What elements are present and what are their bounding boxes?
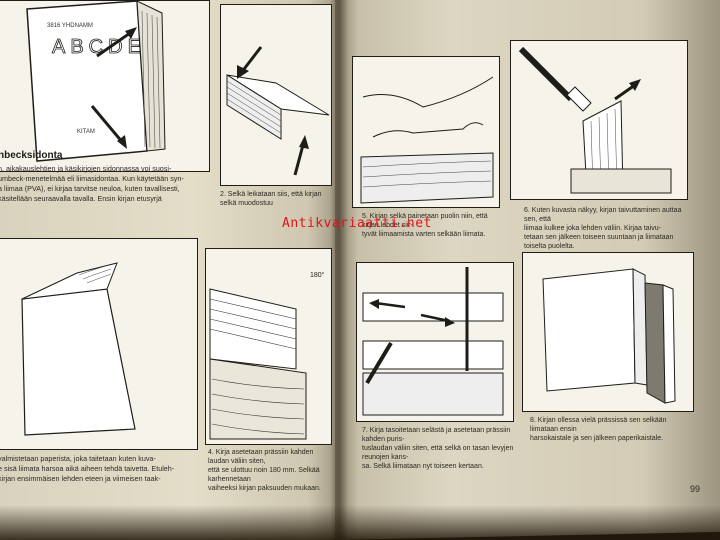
- book-spine-shadow: [330, 0, 348, 540]
- illustration-3-endpaper: [0, 238, 198, 450]
- illustration-2-spine-cut: [220, 4, 332, 186]
- illustration-5-pressing: [352, 56, 500, 208]
- caption-line: valmistetaan paperista, joka taitetaan k…: [0, 454, 156, 463]
- caption-line: kirjan ensimmäisen lehden eteen ja viime…: [0, 474, 161, 483]
- intro-paragraph: n, aikakauslehtien ja käsikirjojen sidon…: [0, 164, 203, 204]
- caption-line: liimaa kulkee joka lehden väliin. Kirjaa…: [524, 225, 661, 232]
- caption-line: harsokaistale ja sen jälkeen paperikaist…: [530, 435, 664, 442]
- illustration-4-press: 180°: [205, 248, 332, 445]
- cover-sub-title: KITAM: [77, 129, 95, 135]
- caption-2: 2. Selkä leikataan siis, että kirjan sel…: [220, 191, 322, 207]
- illustration-8-mull: [522, 252, 694, 412]
- caption-8: 8. Kirjan ollessa vielä prässissä sen se…: [530, 416, 695, 443]
- intro-line: n, aikakauslehtien ja käsikirjojen sidon…: [0, 164, 172, 173]
- illustration-7-clamp: [356, 262, 514, 422]
- section-heading: nbecksidonta: [0, 150, 63, 161]
- illustration-6-gluing: [510, 40, 688, 200]
- watermark-text: Antikvariaatti.net: [282, 216, 432, 231]
- caption-3: valmistetaan paperista, joka taitetaan k…: [0, 454, 198, 484]
- intro-line: a liimaa (PVA), ei kirjaa tarvitse neulo…: [0, 184, 180, 193]
- caption-line: vaiheeksi kirjan paksuuden mukaan.: [208, 485, 321, 492]
- caption-4: 4. Kirja asetetaan prässiin kahden lauda…: [208, 448, 333, 493]
- caption-5: 5. Kirjan selkä painetaan puolin niin, e…: [362, 212, 502, 239]
- intro-line: käsitellään seuraavalla tavalla. Ensin k…: [0, 194, 162, 203]
- caption-6: 6. Kuten kuvasta näkyy, kirjan taivuttam…: [524, 206, 689, 251]
- angle-label: 180°: [310, 271, 325, 279]
- page-number: 99: [690, 484, 701, 494]
- bottom-edge-shadow: [0, 505, 720, 540]
- caption-line: 5. Kirjan selkä painetaan puolin niin, e…: [362, 213, 488, 229]
- intro-line: umbeck-menetelmää eli liimasidontaa. Kun…: [0, 174, 184, 183]
- caption-7: 7. Kirja tasoitetaan selästä ja asetetaa…: [362, 426, 522, 471]
- caption-line: tetaan sen jälkeen toiseen suuntaan ja l…: [524, 234, 674, 250]
- caption-line: 7. Kirja tasoitetaan selästä ja asetetaa…: [362, 427, 511, 443]
- caption-line: 4. Kirja asetetaan prässiin kahden lauda…: [208, 449, 314, 465]
- caption-line: sa. Selkä liimataan nyt toiseen kertaan.: [362, 463, 484, 470]
- caption-line: tuslaudan väliin siten, että selkä on ta…: [362, 445, 514, 461]
- illustration-cover: 3816 YHDNAMM ABCDE KITAM: [0, 0, 210, 172]
- caption-line: tyvät liimaamista varten selkään liimata…: [362, 231, 486, 238]
- caption-line: 6. Kuten kuvasta näkyy, kirjan taivuttam…: [524, 207, 682, 223]
- caption-line: e sisä liimata harsoa aikä aiheen tehdä …: [0, 464, 175, 473]
- caption-line: 8. Kirjan ollessa vielä prässissä sen se…: [530, 417, 667, 433]
- caption-line: että se ulottuu noin 180 mm. Selkää karh…: [208, 467, 320, 483]
- cover-small-title: 3816 YHDNAMM: [47, 23, 93, 29]
